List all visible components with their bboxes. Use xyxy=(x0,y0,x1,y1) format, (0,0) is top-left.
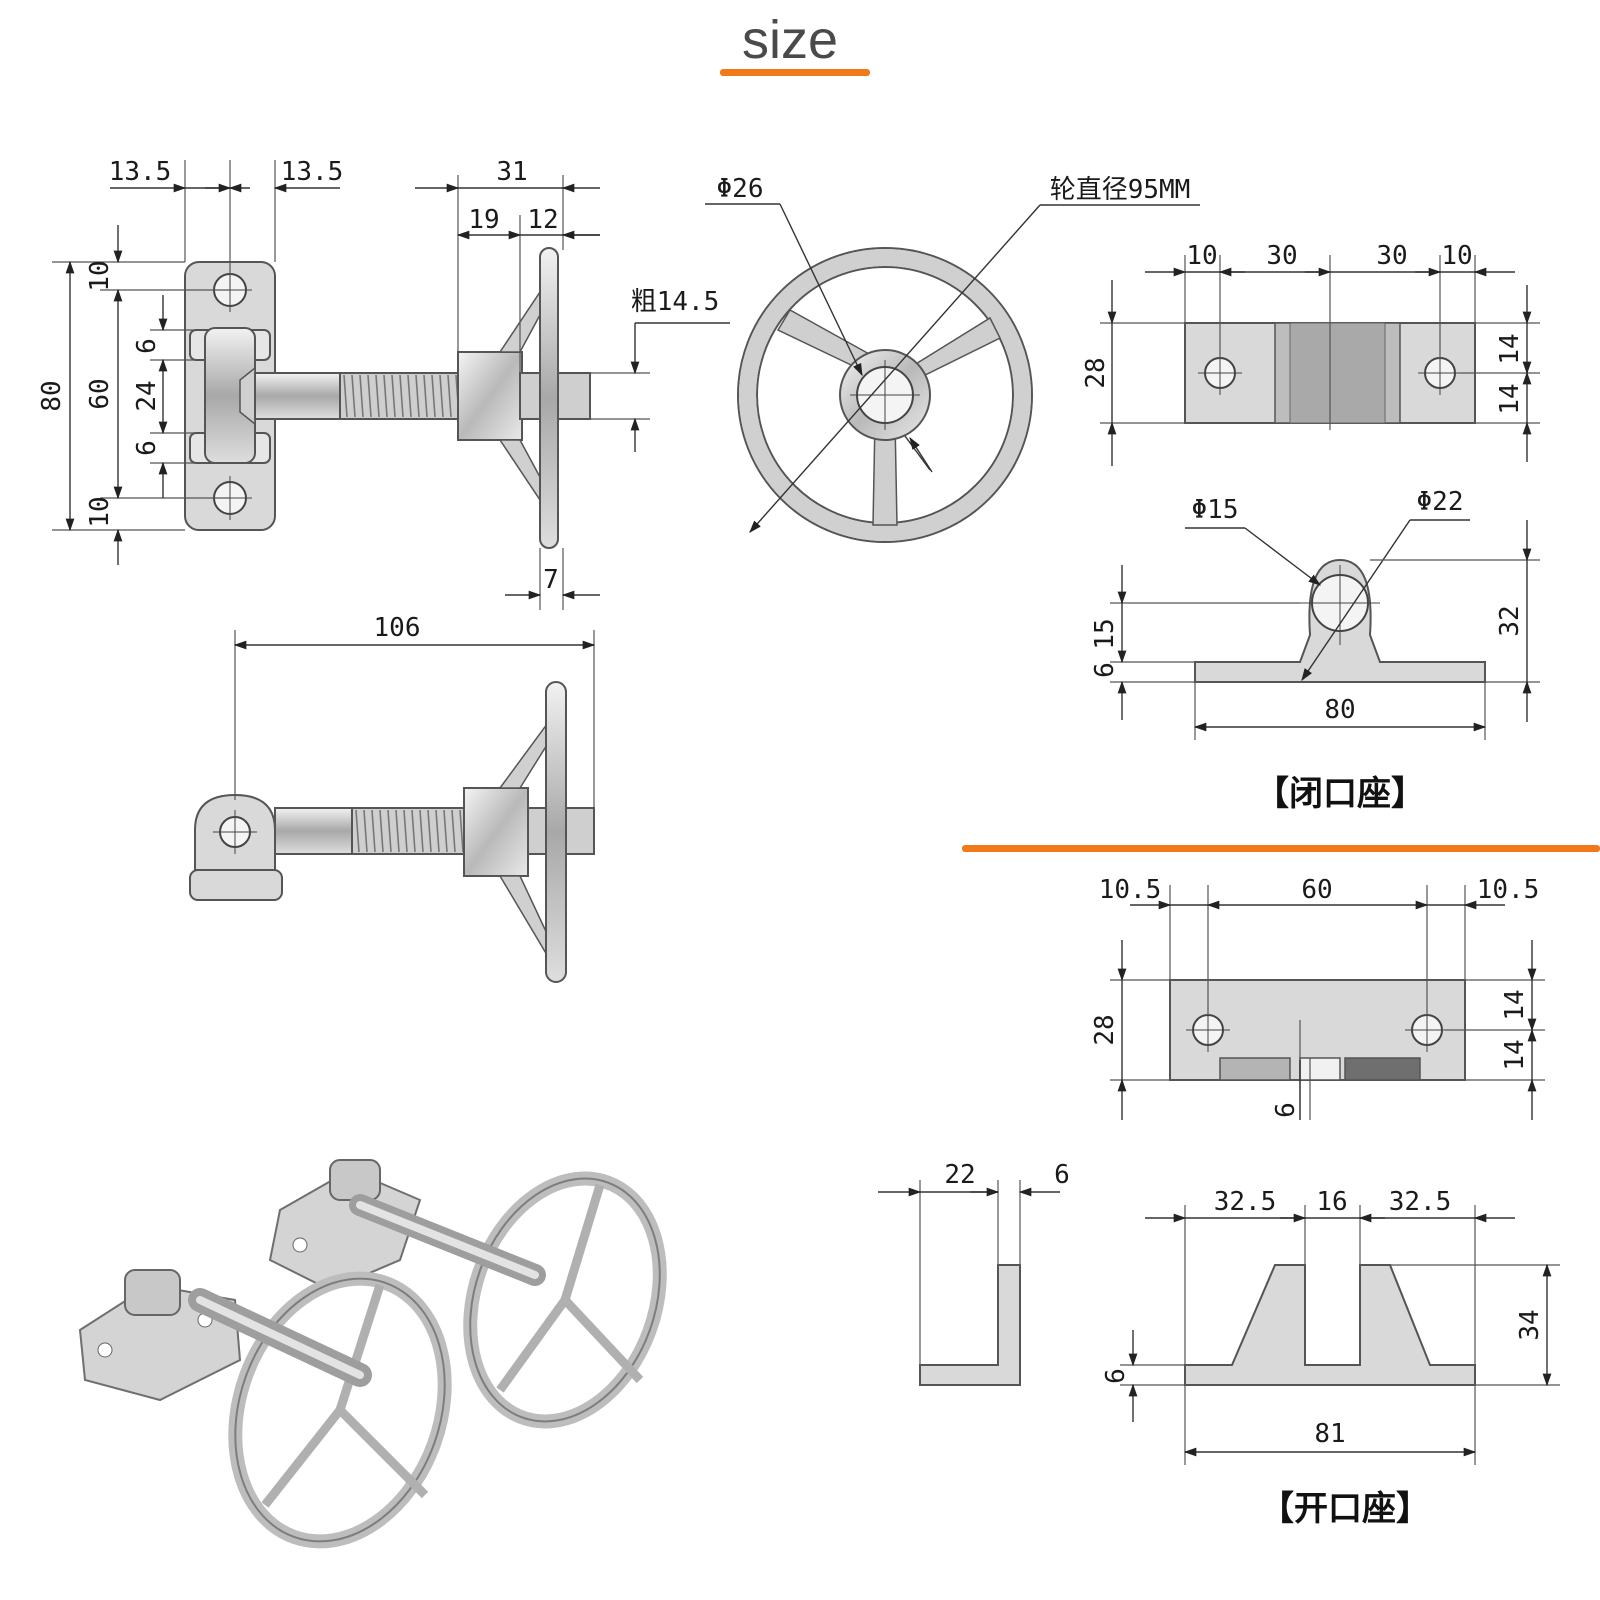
dim-cs-front-d-large: Φ22 xyxy=(1417,487,1464,517)
dim-cs-front-d-small: Φ15 xyxy=(1192,495,1239,525)
thread-ridge xyxy=(443,809,448,853)
dim-os-front-base: 6 xyxy=(1101,1368,1131,1384)
thread-ridge xyxy=(431,374,436,418)
dim-os-side-d1: 22 xyxy=(944,1160,975,1190)
thread-ridge xyxy=(379,809,384,853)
closed-seat-top-view: 10 30 30 10 28 14 14 xyxy=(1081,241,1540,466)
thread-ridge xyxy=(395,809,400,853)
dim-rim: 7 xyxy=(543,565,559,595)
front-view-plate xyxy=(184,261,276,531)
section-divider xyxy=(962,845,1600,852)
dim-cs-top-h2: 14 xyxy=(1495,383,1525,414)
thread-ridge xyxy=(411,809,416,853)
thread-ridge xyxy=(343,374,348,418)
dim-os-front-width: 81 xyxy=(1314,1419,1345,1449)
wheel-view: Φ26 轮直径95MM xyxy=(705,174,1200,543)
thread-ridge xyxy=(387,809,392,853)
open-seat-side-view: 22 6 xyxy=(878,1160,1070,1386)
page-title: size xyxy=(742,10,838,70)
dim-front-pin-span: 24 xyxy=(132,380,162,411)
dim-side-part1: 19 xyxy=(468,205,499,235)
dim-os-top-d3: 10.5 xyxy=(1477,875,1540,905)
dim-side-part2: 12 xyxy=(527,205,558,235)
thread-ridge xyxy=(367,374,372,418)
dim-os-side-d2: 6 xyxy=(1054,1160,1070,1190)
wheel-diameter-label: 轮直径95MM xyxy=(1050,175,1191,205)
dim-front-bottom: 10 xyxy=(85,496,115,527)
dim-front-h-holes: 60 xyxy=(85,378,115,409)
dim-front-w1: 13.5 xyxy=(109,157,172,187)
dim-os-top-d2: 60 xyxy=(1301,875,1332,905)
dim-front-pin-top: 6 xyxy=(132,338,162,354)
thread-ridge xyxy=(423,374,428,418)
dim-front-w2: 13.5 xyxy=(281,157,344,187)
dim-length: 106 xyxy=(374,613,421,643)
dim-os-top-d1: 10.5 xyxy=(1099,875,1162,905)
thread-ridge xyxy=(439,374,444,418)
front-view-dimensions: 13.5 13.5 80 60 10 10 6 24 6 xyxy=(37,157,343,565)
dim-os-top-h1: 14 xyxy=(1500,989,1530,1020)
thread-ridge xyxy=(419,809,424,853)
open-seat-front-view: 32.5 16 32.5 34 6 81 xyxy=(1101,1187,1560,1465)
dim-cs-front-width: 80 xyxy=(1324,695,1355,725)
thread-ridge xyxy=(375,374,380,418)
length-view: 106 xyxy=(189,613,596,983)
thread-ridge xyxy=(351,374,356,418)
dim-front-top: 10 xyxy=(85,260,115,291)
thread-ridge xyxy=(459,809,464,853)
title-underline xyxy=(720,69,870,76)
dim-os-front-d1: 32.5 xyxy=(1214,1187,1277,1217)
thread-ridge xyxy=(359,374,364,418)
closed-seat-caption: 【闭口座】 xyxy=(1255,774,1425,814)
dim-side-total: 31 xyxy=(496,157,527,187)
thread-ridge xyxy=(391,374,396,418)
dim-cs-top-d2: 30 xyxy=(1266,241,1297,271)
dim-cs-front-base: 6 xyxy=(1090,662,1120,678)
dim-cs-top-d4: 10 xyxy=(1441,241,1472,271)
dim-os-front-d2: 16 xyxy=(1316,1187,1347,1217)
open-seat-top-view: 10.5 60 10.5 28 14 14 6 xyxy=(1090,875,1545,1120)
dim-front-h-total: 80 xyxy=(37,380,67,411)
thread-ridge xyxy=(403,809,408,853)
product-photo-icon xyxy=(78,1159,667,1549)
open-seat-caption: 【开口座】 xyxy=(1260,1489,1430,1529)
dim-os-front-height: 34 xyxy=(1515,1309,1545,1340)
dim-os-top-h2: 14 xyxy=(1500,1039,1530,1070)
dim-cs-front-height: 32 xyxy=(1495,605,1525,636)
thread-ridge xyxy=(383,374,388,418)
dim-os-front-d3: 32.5 xyxy=(1389,1187,1452,1217)
thread-ridge xyxy=(363,809,368,853)
thread-ridge xyxy=(447,374,452,418)
dim-cs-top-d3: 30 xyxy=(1376,241,1407,271)
side-view-dimensions: 31 19 12 粗14.5 7 xyxy=(415,157,730,610)
thread-ridge xyxy=(435,809,440,853)
thread-ridge xyxy=(451,809,456,853)
dim-os-top-height: 28 xyxy=(1090,1014,1120,1045)
thread-ridge xyxy=(355,809,360,853)
dim-front-pin-bottom: 6 xyxy=(132,440,162,456)
dim-os-top-slot: 6 xyxy=(1271,1102,1301,1118)
dim-cs-top-h1: 14 xyxy=(1495,333,1525,364)
dim-rod-label: 粗14.5 xyxy=(631,287,720,317)
dim-hub: Φ26 xyxy=(717,174,764,204)
thread-ridge xyxy=(415,374,420,418)
dim-cs-top-height: 28 xyxy=(1081,357,1111,388)
dim-cs-top-d1: 10 xyxy=(1186,241,1217,271)
thread-ridge xyxy=(399,374,404,418)
thread-ridge xyxy=(407,374,412,418)
closed-seat-front-view: Φ15 Φ22 32 15 6 80 xyxy=(1090,487,1540,740)
thread-ridge xyxy=(371,809,376,853)
dim-cs-front-upper: 15 xyxy=(1090,618,1120,649)
thread-ridge xyxy=(427,809,432,853)
front-view-rod xyxy=(254,247,591,549)
